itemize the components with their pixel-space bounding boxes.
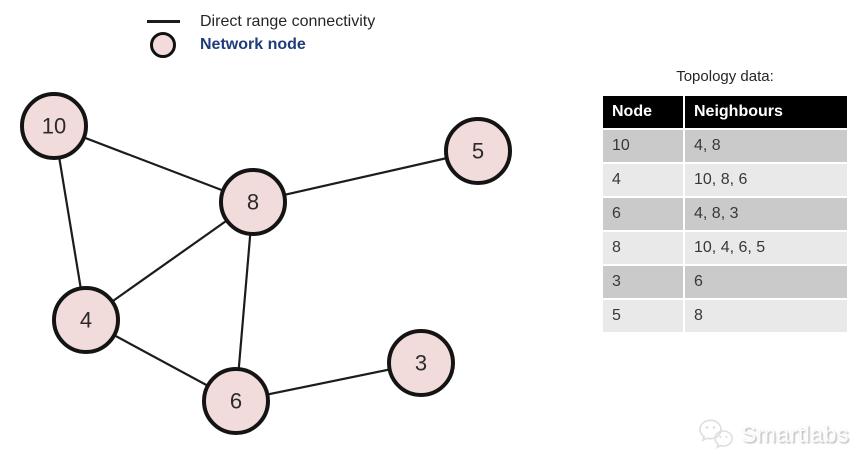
graph-edge-8-5	[252, 149, 479, 204]
table-title: Topology data:	[676, 68, 774, 85]
graph-node-label-4: 4	[80, 308, 92, 333]
cell-neighbours: 10, 8, 6	[683, 162, 849, 198]
graph-node-6	[202, 367, 270, 435]
watermark: Smartlabs	[697, 417, 849, 451]
legend-row-node: Network node	[146, 31, 375, 58]
graph-node-4	[52, 286, 120, 354]
cell-node: 10	[601, 128, 685, 164]
cell-neighbours: 4, 8, 3	[683, 196, 849, 232]
legend-row-connectivity: Direct range connectivity	[146, 10, 375, 33]
graph-node-label-8: 8	[247, 190, 259, 215]
header-node: Node	[601, 94, 685, 130]
cell-neighbours: 10, 4, 6, 5	[683, 230, 849, 266]
cell-node: 5	[601, 298, 685, 334]
legend-node-label: Network node	[200, 35, 306, 53]
cell-node: 8	[601, 230, 685, 266]
graph-edge-4-8	[85, 201, 254, 321]
chat-bubbles-icon	[699, 419, 733, 450]
header-neighbours: Neighbours	[683, 94, 849, 130]
graph-node-10	[20, 92, 88, 160]
cell-neighbours: 8	[683, 298, 849, 334]
cell-neighbours: 6	[683, 264, 849, 300]
graph-edge-10-8	[53, 124, 254, 204]
legend: Direct range connectivity Network node	[146, 10, 375, 58]
line-icon	[146, 20, 180, 23]
graph-node-3	[387, 329, 455, 397]
cell-node: 3	[601, 264, 685, 300]
graph-node-8	[219, 168, 287, 236]
graph-node-label-5: 5	[472, 139, 484, 164]
graph-node-label-6: 6	[230, 389, 242, 414]
watermark-text: Smartlabs	[740, 420, 849, 447]
cell-node: 6	[601, 196, 685, 232]
circle-icon	[150, 31, 176, 58]
network-graph: 10 8 4 6 3 5	[20, 92, 512, 435]
legend-edge-label: Direct range connectivity	[200, 12, 376, 30]
graph-node-5	[444, 117, 512, 185]
table-header-row: Node Neighbours	[601, 94, 849, 130]
graph-node-label-10: 10	[42, 114, 66, 139]
graph-node-label-3: 3	[415, 351, 427, 376]
cell-neighbours: 4, 8	[683, 128, 849, 164]
cell-node: 4	[601, 162, 685, 198]
